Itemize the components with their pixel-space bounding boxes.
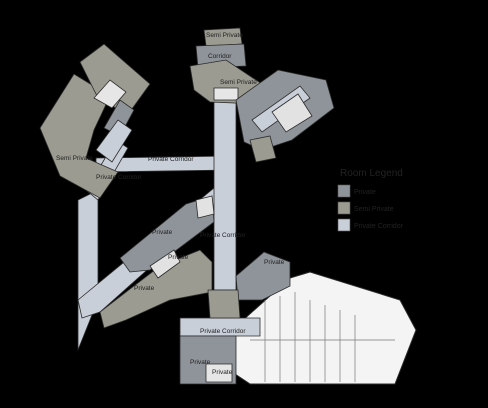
label-private-corridor-mid: Private Corridor (200, 232, 246, 239)
open-area-partitions (250, 292, 395, 382)
label-private-3: Private (264, 259, 285, 266)
semi-private-block-left (39, 73, 119, 199)
legend-swatch-semi-private (337, 201, 351, 215)
label-private-4: Private (134, 285, 155, 292)
legend-item-private: Private (337, 184, 376, 198)
legend-title: Room Legend (340, 168, 403, 179)
label-semi-private-left: Semi Private (56, 155, 93, 162)
rooms-core-b (195, 195, 215, 219)
room-legend: Room Legend Private Semi Private Private… (337, 168, 404, 232)
label-semi-private-upper: Semi Private (220, 79, 257, 86)
label-semi-private-top: Semi Private (206, 32, 243, 39)
diagonal-rooms (99, 195, 215, 329)
legend-item-semi-private: Semi Private (337, 201, 394, 215)
upper-left-wing (39, 43, 151, 199)
rooms-lower-right-middle (207, 289, 241, 319)
upper-right-detail (271, 93, 313, 133)
label-private-6: Private (212, 369, 233, 376)
top-center-wing (189, 27, 263, 105)
label-private-1: Private (152, 229, 173, 236)
upper-right-wing (235, 69, 335, 163)
rooms-bottom-core (205, 363, 233, 383)
legend-item-private-corridor: Private Corridor (337, 218, 404, 232)
rooms-core-a (149, 249, 181, 279)
wing-core (93, 79, 127, 109)
label-private-5: Private (190, 359, 211, 366)
open-area (231, 271, 417, 385)
wing-corridor (95, 119, 133, 163)
rooms-upper-diagonal (119, 195, 215, 273)
corridor-left-vertical (77, 189, 99, 351)
legend-label-semi-private: Semi Private (354, 206, 394, 213)
corridor-vertical-center (213, 91, 237, 291)
legend-label-private: Private (354, 189, 376, 196)
label-private-corridor-left: Private Corridor (96, 174, 142, 181)
legend-label-private-corridor: Private Corridor (354, 223, 404, 230)
label-private-2: Private (168, 254, 189, 261)
top-wing-block-a (195, 43, 247, 69)
label-private-corridor-top: Private Corridor (148, 156, 194, 163)
legend-swatch-private (337, 184, 351, 198)
lower-right-rooms (179, 251, 291, 385)
top-wing-core (213, 87, 239, 101)
label-corridor: Corridor (208, 53, 232, 60)
legend-swatch-private-corridor (337, 218, 351, 232)
label-private-corridor-bottom: Private Corridor (200, 328, 246, 335)
room-labels: Semi Private Corridor Semi Private Semi … (56, 32, 285, 376)
upper-right-tail (249, 135, 277, 163)
